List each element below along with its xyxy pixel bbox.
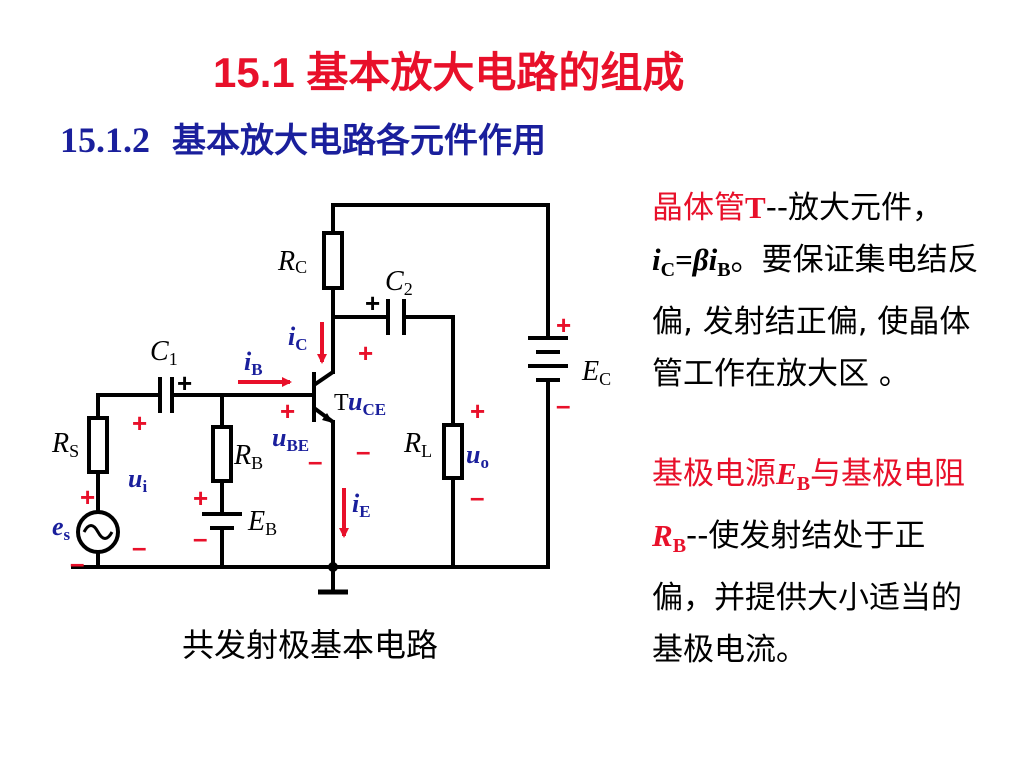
desc1-ib-main: i	[708, 242, 718, 277]
polarity-es-minus: –	[70, 548, 84, 578]
section-heading: 基本放大电路各元件作用	[172, 121, 546, 161]
polarity-eb-plus: +	[193, 483, 208, 513]
resistor-rl	[442, 423, 464, 480]
c2-plus-mark: +	[365, 288, 380, 318]
desc1-equals: =	[675, 242, 693, 277]
label-eb: EB	[247, 506, 277, 539]
desc1-ic-main: i	[652, 242, 661, 277]
desc2-rest: --使发射结处于正偏，并提供大小适当的基极电流。	[652, 518, 962, 668]
section-subtitle: 15.1.2 基本放大电路各元件作用	[60, 122, 546, 158]
resistor-rc	[322, 231, 344, 290]
desc1-beta: β	[692, 242, 709, 277]
label-ib: iB	[244, 347, 263, 379]
polarity-uo-minus: –	[470, 482, 484, 512]
label-es: es	[52, 512, 71, 544]
base-supply-description: 基极电源EB与基极电阻RB--使发射结处于正偏，并提供大小适当的基极电流。	[652, 448, 982, 676]
top-rail	[331, 203, 550, 337]
desc1-term: 晶体管	[652, 190, 745, 226]
polarity-eb-minus: –	[193, 523, 207, 553]
polarity-es-plus: +	[80, 482, 95, 512]
label-rc: RC	[277, 246, 307, 277]
label-ie: iE	[352, 489, 371, 521]
es-wire-bottom	[71, 550, 100, 569]
label-uo: uo	[466, 440, 489, 472]
label-ic: iC	[288, 322, 308, 354]
desc1-role: --放大元件，	[765, 190, 944, 226]
desc2-rb-main: R	[652, 518, 673, 553]
polarity-ui-plus: +	[132, 408, 147, 438]
label-ec: EC	[581, 356, 611, 389]
circuit-caption: 共发射极基本电路	[182, 626, 439, 664]
resistor-rb	[211, 425, 233, 483]
polarity-uce-minus: –	[356, 436, 370, 466]
polarity-uce-plus: +	[358, 338, 373, 368]
polarity-uo-plus: +	[470, 396, 485, 426]
label-transistor: T	[334, 390, 349, 416]
label-ui: ui	[128, 464, 147, 496]
polarity-ui-minus: –	[132, 532, 146, 562]
slide-title: 15.1 基本放大电路的组成	[213, 49, 685, 96]
transistor-description: 晶体管T--放大元件，iC=βiB。要保证集电结反偏, 发射结正偏, 使晶体管工…	[652, 182, 982, 400]
section-number: 15.1.2	[60, 120, 150, 160]
desc2-eb-sub: B	[796, 473, 811, 495]
polarity-ube-minus: –	[308, 446, 322, 476]
label-rl: RL	[403, 428, 432, 461]
desc1-rest: 。要保证集电结反偏, 发射结正偏, 使晶体管工作在放大区 。	[652, 242, 979, 392]
label-rs: RS	[51, 428, 79, 461]
label-c1: C1	[150, 336, 178, 369]
transistor-collector	[312, 370, 335, 387]
resistor-rs	[87, 416, 109, 474]
label-c2: C2	[385, 266, 413, 299]
desc2-eb-main: E	[776, 456, 797, 491]
desc1-symbol-t: T	[745, 190, 766, 225]
sine-icon	[82, 524, 114, 540]
desc2-term-eb: 基极电源	[652, 456, 776, 492]
emitter-arrow-icon	[322, 413, 333, 423]
c2-wire-right	[402, 315, 455, 427]
polarity-ube-plus: +	[280, 396, 295, 426]
label-uce: uCE	[348, 387, 386, 419]
polarity-ec-minus: –	[556, 390, 570, 420]
desc2-term-rb: 与基极电阻	[810, 456, 966, 492]
polarity-ec-plus: +	[556, 310, 571, 340]
label-rb: RB	[233, 440, 263, 473]
desc1-ib-sub: B	[717, 259, 731, 281]
desc2-rb-sub: B	[672, 535, 687, 557]
ground-node	[328, 562, 338, 572]
label-ube: uBE	[272, 423, 309, 455]
desc1-ic-sub: C	[660, 259, 676, 281]
c1-plus-mark: +	[177, 368, 192, 398]
